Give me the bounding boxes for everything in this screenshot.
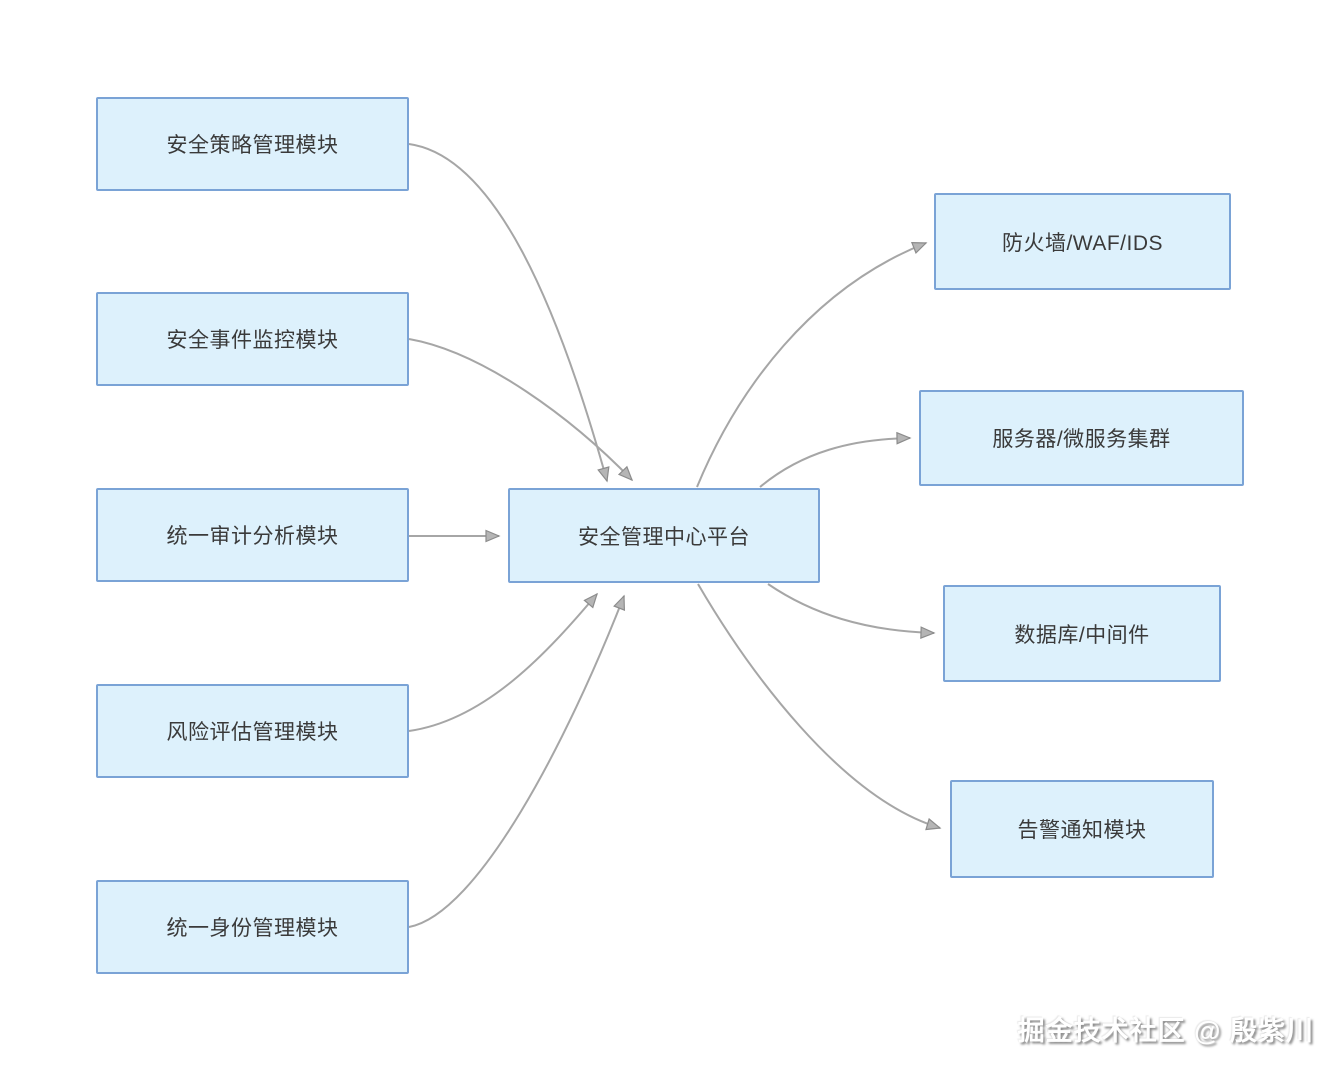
watermark: 掘金技术社区 @ 殷紫川	[1017, 1016, 1314, 1046]
edge-event-to-center	[408, 338, 634, 482]
node-unified-identity-module: 统一身份管理模块	[96, 880, 409, 974]
node-label: 统一身份管理模块	[166, 917, 339, 940]
node-security-event-monitor-module: 安全事件监控模块	[96, 292, 409, 386]
node-label: 安全管理中心平台	[578, 525, 750, 549]
node-firewall-waf-ids: 防火墙/WAF/IDS	[934, 193, 1231, 290]
edge-identity-to-center	[408, 594, 626, 928]
node-label: 安全策略管理模块	[166, 134, 339, 157]
edge-center-to-server	[759, 431, 912, 488]
node-alert-notification-module: 告警通知模块	[950, 780, 1214, 878]
node-risk-assessment-module: 风险评估管理模块	[96, 684, 409, 778]
node-label: 统一审计分析模块	[166, 525, 339, 548]
node-unified-audit-analysis-module: 统一审计分析模块	[96, 488, 409, 582]
node-server-microservice-cluster: 服务器/微服务集群	[919, 390, 1244, 486]
node-label: 服务器/微服务集群	[992, 428, 1171, 451]
edge-center-to-firewall	[696, 242, 928, 488]
node-database-middleware: 数据库/中间件	[943, 585, 1221, 682]
edge-policy-to-center	[408, 143, 610, 483]
node-label: 告警通知模块	[1017, 819, 1147, 842]
node-security-policy-module: 安全策略管理模块	[96, 97, 409, 191]
edge-center-to-alert	[697, 583, 942, 831]
node-label: 安全事件监控模块	[166, 329, 339, 352]
edge-risk-to-center	[408, 592, 598, 732]
edge-center-to-database	[767, 583, 936, 640]
node-security-management-center-platform: 安全管理中心平台	[508, 488, 820, 583]
node-label: 防火墙/WAF/IDS	[1001, 231, 1164, 255]
node-label: 风险评估管理模块	[166, 721, 339, 744]
node-label: 数据库/中间件	[1014, 623, 1150, 647]
